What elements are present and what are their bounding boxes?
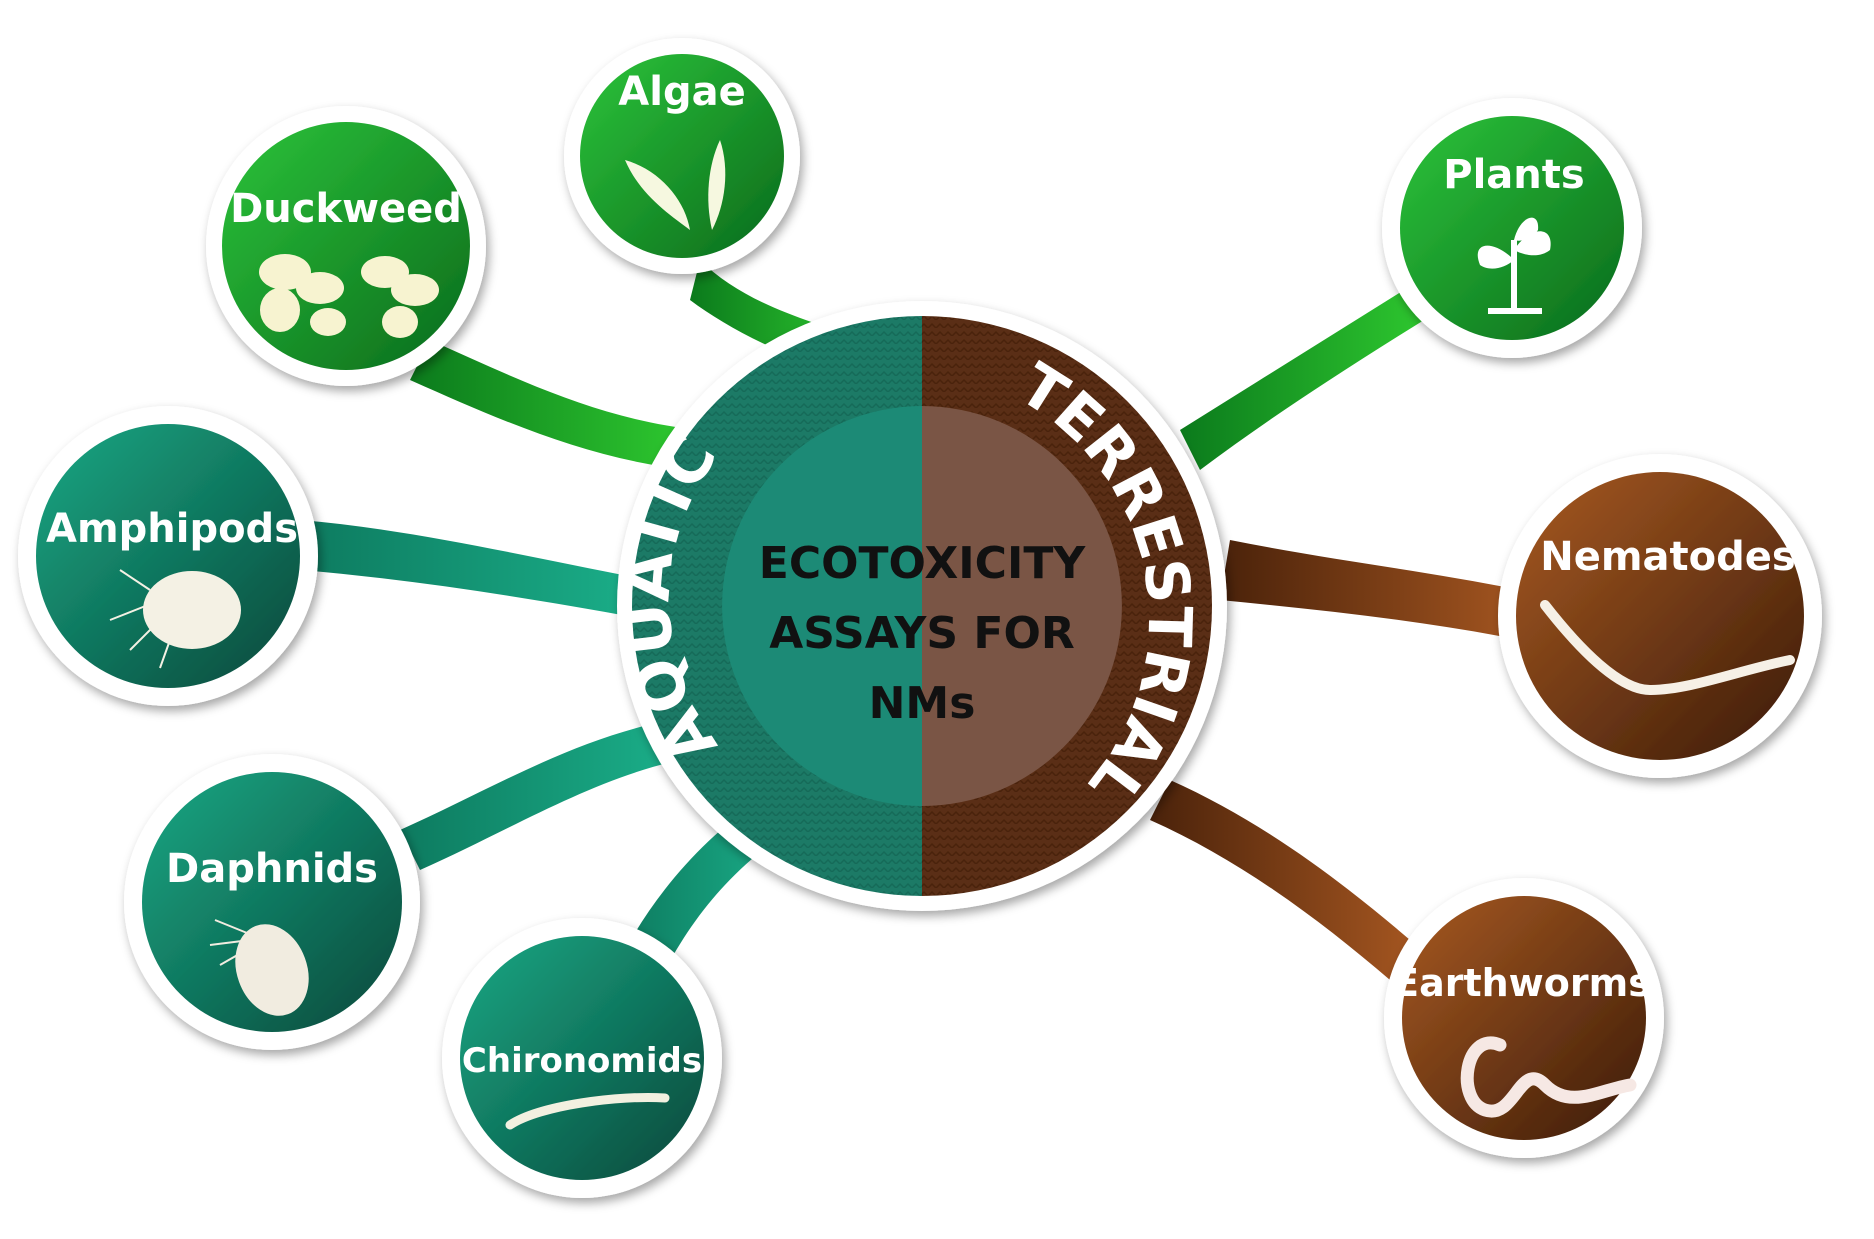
algae-icon: [625, 140, 726, 230]
center-title-line-1: ECOTOXICITY: [759, 538, 1087, 589]
daphnid-icon: [209, 919, 309, 1016]
center-hub: [617, 301, 1227, 911]
branch-daphnids: [400, 720, 680, 870]
nematode-icon: [1540, 600, 1795, 696]
branch-earthworms: [1150, 780, 1410, 980]
node-earthworms: [1384, 878, 1664, 1158]
node-daphnids: [124, 754, 420, 1050]
earthworm-icon: [1460, 1036, 1637, 1118]
plant-sprout-icon: [1477, 217, 1551, 314]
amphipod-icon: [109, 569, 241, 669]
node-label-duckweed: Duckweed: [230, 186, 462, 232]
node-label-nematodes: Nematodes: [1540, 534, 1795, 580]
branch-nematodes: [1220, 540, 1520, 640]
branch-duckweed: [410, 340, 700, 470]
node-nematodes: [1498, 454, 1822, 778]
node-label-amphipods: Amphipods: [46, 506, 298, 552]
duckweed-icon: [259, 254, 439, 338]
branch-plants: [1180, 280, 1440, 470]
node-duckweed: [206, 106, 486, 386]
center-title-line-2: ASSAYS FOR: [769, 608, 1075, 659]
node-plants: [1382, 98, 1642, 358]
node-label-algae: Algae: [618, 69, 745, 115]
node-label-earthworms: Earthworms: [1393, 961, 1651, 1005]
node-label-plants: Plants: [1443, 152, 1584, 198]
node-amphipods: [18, 406, 318, 706]
branch-amphipods: [300, 520, 650, 620]
center-title-line-3: NMs: [869, 678, 976, 729]
node-label-chironomids: Chironomids: [462, 1041, 702, 1081]
node-algae: [564, 38, 800, 274]
node-label-daphnids: Daphnids: [166, 846, 378, 892]
chironomid-icon: [505, 1093, 670, 1130]
